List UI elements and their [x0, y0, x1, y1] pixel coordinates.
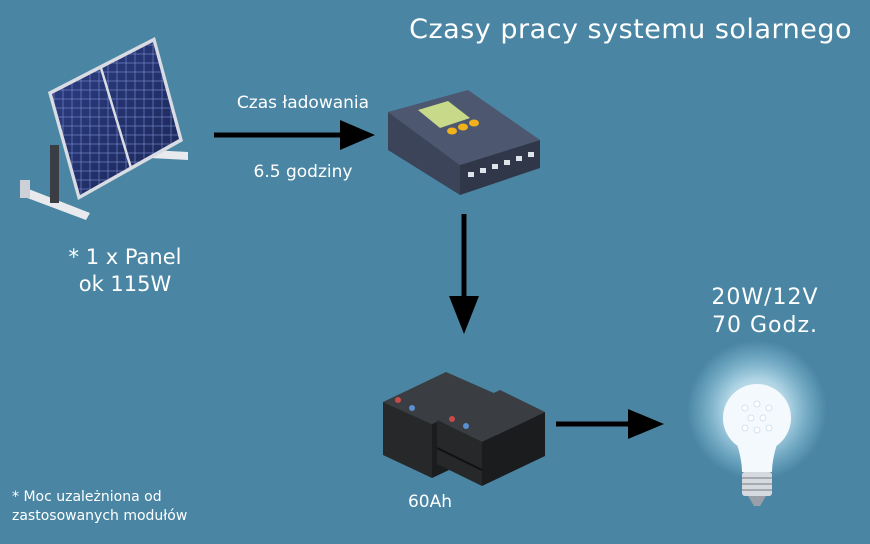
charging-time-label: Czas ładowania	[236, 93, 370, 113]
battery-capacity: 60Ah	[407, 492, 453, 512]
page-title: Czasy pracy systemu solarnego	[409, 14, 852, 45]
bulb-runtime: 70 Godz.	[711, 313, 818, 338]
footnote-line-2: zastosowanych modułów	[12, 508, 188, 524]
arrow-right-icon	[214, 120, 375, 150]
charging-time-value: 6.5 godziny	[253, 162, 353, 182]
arrow-right-icon	[556, 409, 664, 439]
panel-count: * 1 x Panel	[68, 245, 182, 269]
panel-label: * 1 x Panel ok 115W	[40, 244, 210, 298]
bulb-power: 20W/12V	[711, 285, 819, 310]
bulb-label: 20W/12V 70 Godz.	[680, 284, 850, 340]
footnote-line-1: * Moc uzależniona od	[12, 489, 162, 505]
arrow-down-icon	[449, 214, 479, 334]
panel-power: ok 115W	[78, 272, 172, 296]
charge-controller-icon	[388, 90, 540, 195]
solar-panel-icon	[20, 37, 188, 220]
battery-icon	[383, 372, 545, 486]
footnote: * Moc uzależniona od zastosowanych moduł…	[12, 488, 252, 526]
light-bulb-icon	[687, 340, 827, 506]
